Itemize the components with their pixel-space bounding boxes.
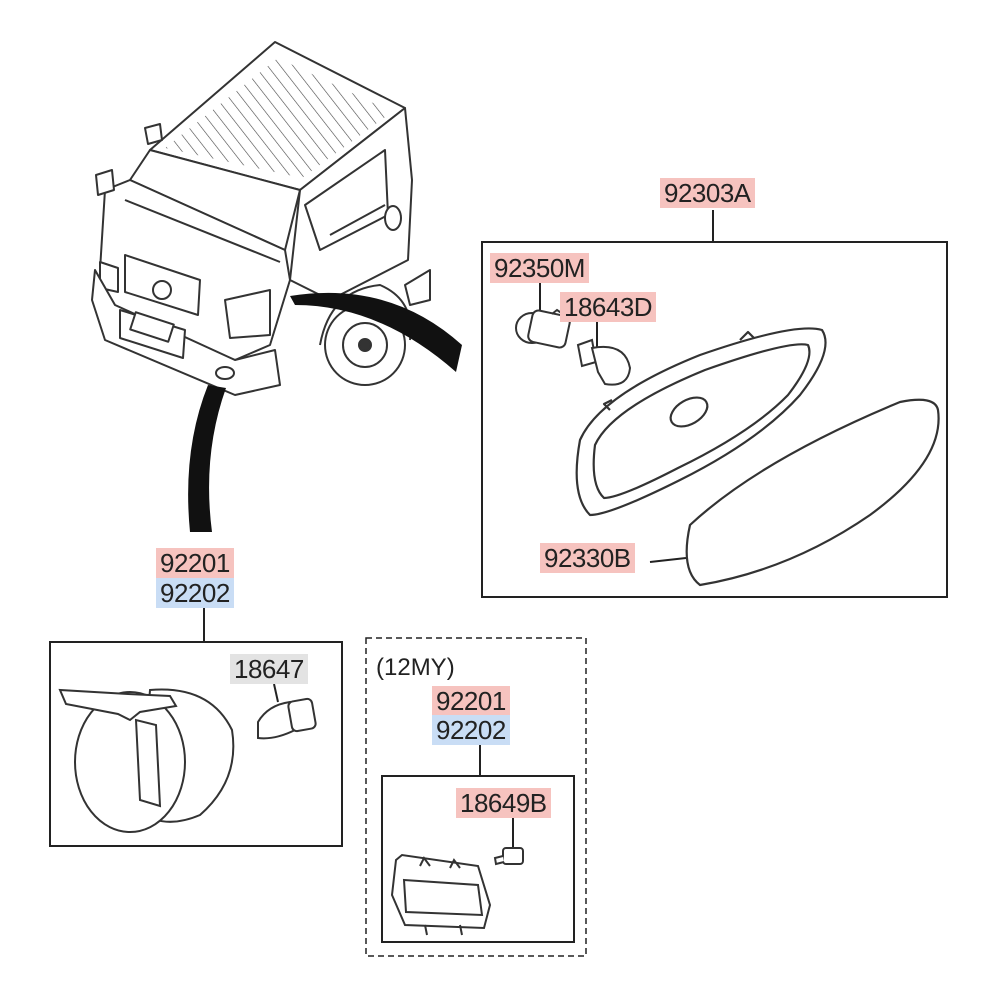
side-lamp-housing	[575, 327, 827, 517]
fog-lamp-pointer	[188, 385, 226, 532]
label-fog-lamp-rh-12my: 92202	[432, 715, 510, 745]
label-fog-lamp-bulb-12my: 18649B	[456, 788, 551, 818]
fog-lamp-12my-bulb	[493, 847, 524, 866]
label-fog-lamp-lh: 92201	[156, 548, 234, 578]
side-lamp-bulb	[576, 338, 632, 386]
label-side-lamp-assembly: 92303A	[660, 178, 755, 208]
label-side-lamp-socket: 92350M	[490, 253, 589, 283]
fog-lamp-12my-body	[390, 853, 492, 936]
label-fog-lamp-bulb: 18647	[230, 654, 308, 684]
fog-lamp-bulb	[257, 697, 317, 740]
side-lamp-group	[481, 210, 948, 598]
variant-note-12my: (12MY)	[376, 654, 455, 681]
fog-lamp-12my-group	[365, 637, 587, 957]
fog-lamp-12my-dashed-frame	[365, 637, 587, 957]
label-fog-lamp-rh: 92202	[156, 578, 234, 608]
fog-lamp-12my-frame	[381, 775, 575, 943]
vehicle-illustration	[91, 41, 431, 396]
fog-lamp-frame	[49, 641, 343, 847]
side-lamp-frame	[481, 241, 948, 598]
label-fog-lamp-lh-12my: 92201	[432, 686, 510, 716]
side-lamp-pointer	[290, 292, 462, 372]
fog-lamp-body	[58, 688, 235, 833]
label-side-lamp-bulb: 18643D	[560, 292, 657, 322]
side-lamp-lens	[685, 398, 940, 587]
fog-lamp-group	[49, 608, 343, 847]
label-side-lamp-lens: 92330B	[540, 543, 635, 573]
side-lamp-socket	[515, 308, 571, 349]
